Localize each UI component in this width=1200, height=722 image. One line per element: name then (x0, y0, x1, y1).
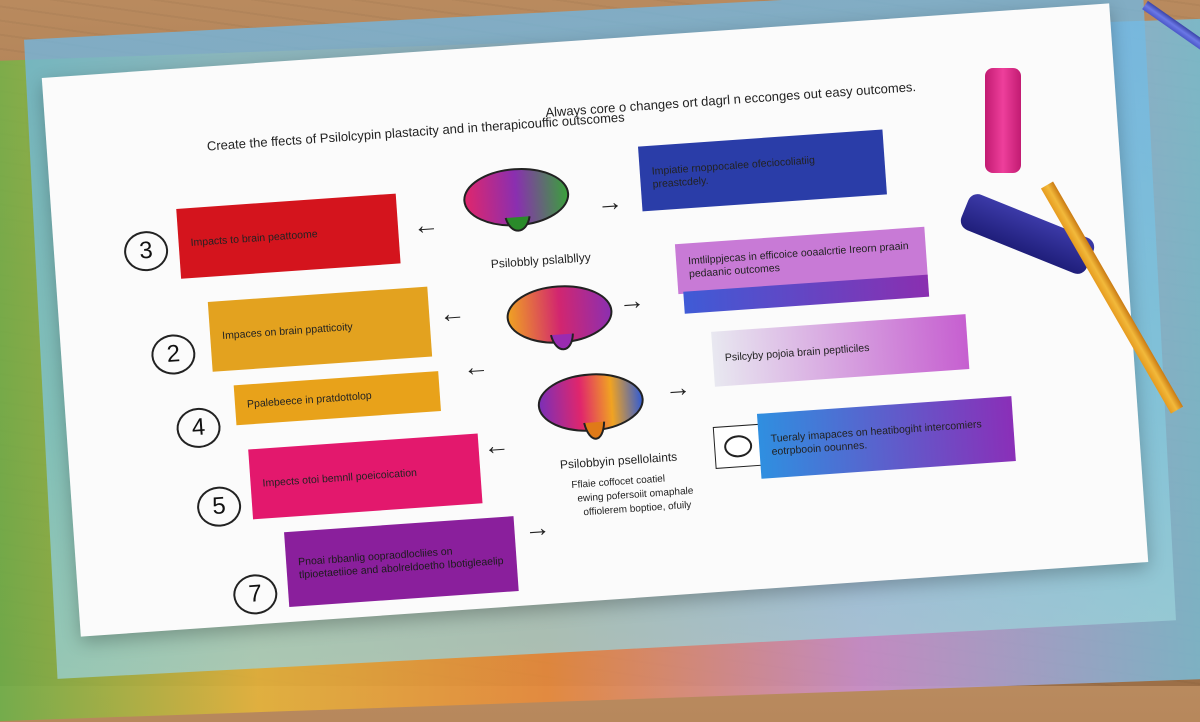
brain-illustration-3 (537, 373, 644, 440)
sheet-subtitle: Always core o changes ort dagrl n eccong… (544, 79, 917, 120)
right-box-4: Tueraly imapaces on heatibogiht intercom… (756, 396, 1016, 479)
arrow-right-1: → (595, 185, 624, 218)
number-7: 7 (231, 572, 279, 616)
arrow-left-4: ← (482, 429, 511, 462)
brain-illustration-1 (463, 168, 570, 232)
small-circle-icon (722, 434, 753, 459)
arrow-left-1: ← (411, 208, 440, 241)
arrow-right-3: → (663, 371, 692, 404)
arrow-left-3: ← (461, 350, 490, 383)
arrow-right-4: → (523, 511, 552, 544)
left-box-3: Ppalebeece in pratdottolop (233, 371, 441, 426)
small-frame (712, 423, 763, 469)
arrow-left-2: ← (438, 297, 467, 329)
left-box-2: Impaces on brain ppatticoity (207, 286, 433, 372)
number-2: 2 (150, 333, 197, 376)
left-box-5: Pnoai rbbanlig oopraodlocliies on tlpioe… (284, 516, 519, 608)
right-box-1: Impiatie rnoppocalee ofeciocoliatiig pre… (638, 129, 887, 212)
brain-illustration-2 (506, 285, 613, 351)
right-box-3: Psilcyby pojoia brain peptliciles (711, 314, 970, 387)
paper-sheet: Create the ffects of Psilolcypin plastac… (41, 3, 1149, 637)
pink-marker (985, 68, 1021, 173)
number-4: 4 (175, 406, 222, 450)
number-5: 5 (195, 485, 243, 529)
number-3: 3 (122, 229, 170, 273)
center-label-top: Psilobbly pslalbllyy (490, 250, 592, 272)
arrow-right-2: → (617, 284, 646, 317)
center-label-bottom: Psilobbyin psellolaints (559, 449, 678, 472)
left-box-1: Impacts to brain peattoome (176, 193, 401, 279)
left-box-4: Impects otoi bemnll poeicoication (248, 433, 483, 520)
